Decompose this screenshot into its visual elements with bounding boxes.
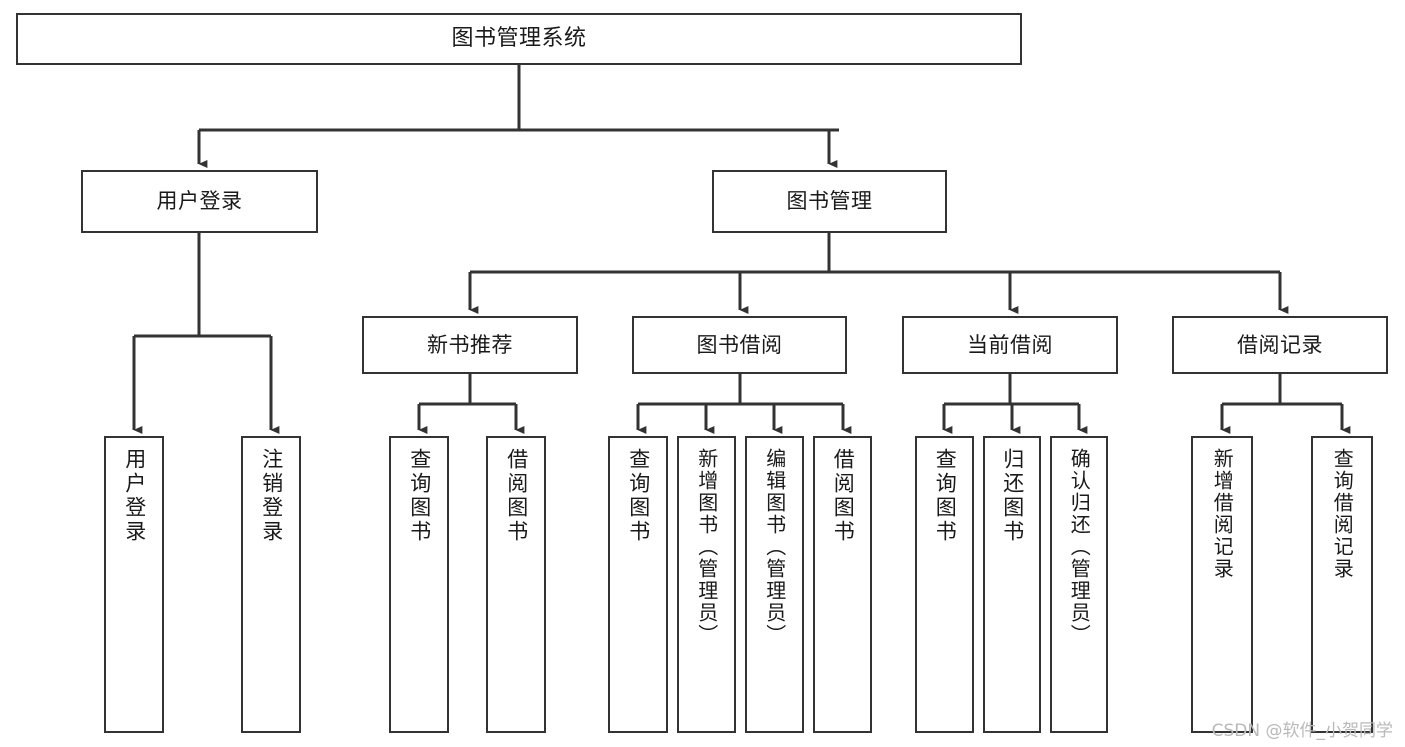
node-leaf-user-logout[interactable]: 注销登录 [241, 436, 301, 733]
node-leaf-borrow-do[interactable]: 借阅图书 [813, 436, 872, 733]
node-book-borrow[interactable]: 图书借阅 [632, 316, 847, 374]
node-leaf-user-login-label: 用户登录 [122, 448, 147, 544]
node-leaf-rec-borrow-label: 借阅图书 [504, 448, 529, 544]
node-book-manage[interactable]: 图书管理 [712, 170, 947, 233]
node-leaf-cur-confirm-label: 确认归还（管理员） [1067, 448, 1092, 646]
node-leaf-cur-query-label: 查询图书 [933, 448, 958, 544]
node-user-login-label: 用户登录 [156, 189, 243, 214]
node-current-borrow[interactable]: 当前借阅 [902, 316, 1118, 374]
node-borrow-record-label: 借阅记录 [1237, 332, 1323, 357]
node-leaf-rec-add-label: 新增借阅记录 [1210, 448, 1235, 580]
node-leaf-rec-search-label: 查询借阅记录 [1330, 448, 1355, 580]
node-leaf-borrow-add[interactable]: 新增图书（管理员） [677, 436, 736, 733]
node-leaf-borrow-edit[interactable]: 编辑图书（管理员） [745, 436, 804, 733]
node-leaf-borrow-do-label: 借阅图书 [831, 448, 856, 544]
node-leaf-borrow-add-label: 新增图书（管理员） [694, 448, 719, 646]
node-user-login[interactable]: 用户登录 [81, 170, 318, 233]
node-leaf-user-login[interactable]: 用户登录 [104, 436, 164, 733]
node-leaf-rec-query-label: 查询图书 [407, 448, 432, 544]
node-leaf-borrow-query-label: 查询图书 [626, 448, 651, 544]
node-root[interactable]: 图书管理系统 [16, 13, 1022, 65]
node-book-borrow-label: 图书借阅 [696, 332, 783, 357]
node-leaf-cur-query[interactable]: 查询图书 [915, 436, 974, 733]
node-leaf-borrow-edit-label: 编辑图书（管理员） [762, 448, 787, 646]
node-borrow-record[interactable]: 借阅记录 [1172, 316, 1388, 374]
node-current-borrow-label: 当前借阅 [967, 332, 1053, 357]
node-new-book-rec-label: 新书推荐 [427, 332, 513, 357]
node-leaf-rec-borrow[interactable]: 借阅图书 [486, 436, 546, 733]
node-book-manage-label: 图书管理 [786, 189, 873, 214]
node-leaf-borrow-query[interactable]: 查询图书 [608, 436, 668, 733]
node-new-book-rec[interactable]: 新书推荐 [362, 316, 578, 374]
node-leaf-rec-query[interactable]: 查询图书 [389, 436, 449, 733]
node-leaf-cur-return[interactable]: 归还图书 [983, 436, 1041, 733]
node-leaf-rec-search[interactable]: 查询借阅记录 [1311, 436, 1373, 733]
csdn-watermark: CSDN @软件_小贺同学 [1211, 721, 1393, 741]
node-leaf-cur-confirm[interactable]: 确认归还（管理员） [1050, 436, 1108, 733]
node-leaf-cur-return-label: 归还图书 [1000, 448, 1025, 544]
node-root-label: 图书管理系统 [451, 26, 587, 52]
node-leaf-user-logout-label: 注销登录 [259, 448, 284, 544]
node-leaf-rec-add[interactable]: 新增借阅记录 [1191, 436, 1253, 733]
